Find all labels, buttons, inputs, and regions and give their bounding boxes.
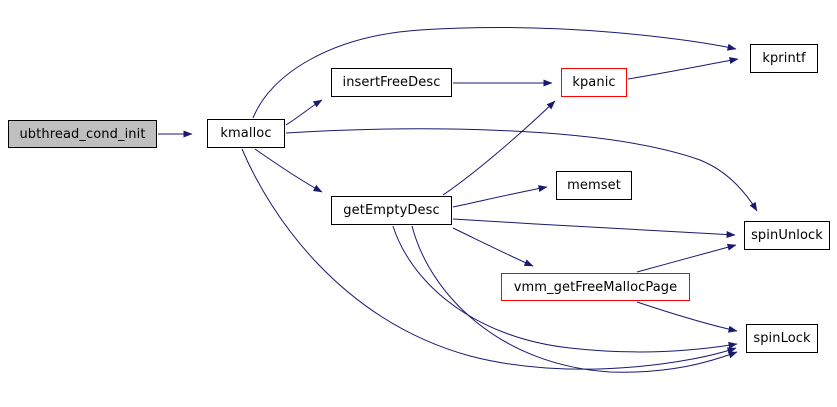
edge-kpanic-kprintf: [627, 57, 739, 80]
node-insertFreeDesc[interactable]: insertFreeDesc: [331, 68, 452, 97]
node-kpanic[interactable]: kpanic: [561, 68, 627, 97]
edge-vmmgetfreemallocpage-spinunlock: [636, 243, 737, 273]
node-label-getEmptyDesc: getEmptyDesc: [343, 203, 440, 218]
edge-kmalloc-spinlock: [241, 148, 737, 370]
edge-getemptydesc-spinunlock: [452, 218, 736, 239]
node-spinUnlock[interactable]: spinUnlock: [744, 221, 830, 250]
edge-getemptydesc-memset: [452, 185, 548, 208]
edge-vmmgetfreemallocpage-spinlock: [636, 301, 738, 333]
node-label-vmm_getFreeMallocPage: vmm_getFreeMallocPage: [513, 279, 678, 295]
node-memset[interactable]: memset: [556, 171, 632, 200]
node-label-kpanic: kpanic: [572, 75, 616, 90]
node-label-kmalloc: kmalloc: [220, 126, 272, 141]
node-kmalloc[interactable]: kmalloc: [207, 119, 285, 148]
node-label-ubthread_cond_init: ubthread_cond_init: [19, 126, 146, 142]
edge-kmalloc-insertfreedesc: [285, 99, 323, 126]
node-label-kprintf: kprintf: [762, 51, 806, 66]
node-label-insertFreeDesc: insertFreeDesc: [342, 75, 441, 90]
edge-getemptydesc-kpanic: [442, 100, 556, 196]
edge-getemptydesc-spinlock-alt: [411, 225, 738, 373]
node-label-memset: memset: [567, 178, 621, 193]
node-spinLock[interactable]: spinLock: [746, 324, 818, 353]
edge-kmalloc-kprintf: [252, 27, 737, 119]
node-label-spinUnlock: spinUnlock: [751, 228, 823, 243]
edge-kmalloc-spinunlock: [285, 128, 758, 212]
edge-getemptydesc-spinlock: [392, 225, 738, 353]
edge-getemptydesc-vmmgetfreemallocpage: [452, 227, 534, 267]
node-ubthread_cond_init[interactable]: ubthread_cond_init: [8, 120, 157, 148]
node-getEmptyDesc[interactable]: getEmptyDesc: [331, 196, 452, 225]
node-label-spinLock: spinLock: [753, 331, 811, 346]
node-vmm_getFreeMallocPage[interactable]: vmm_getFreeMallocPage: [501, 273, 690, 301]
node-kprintf[interactable]: kprintf: [750, 44, 818, 73]
edge-kmalloc-getemptydesc: [254, 148, 323, 193]
